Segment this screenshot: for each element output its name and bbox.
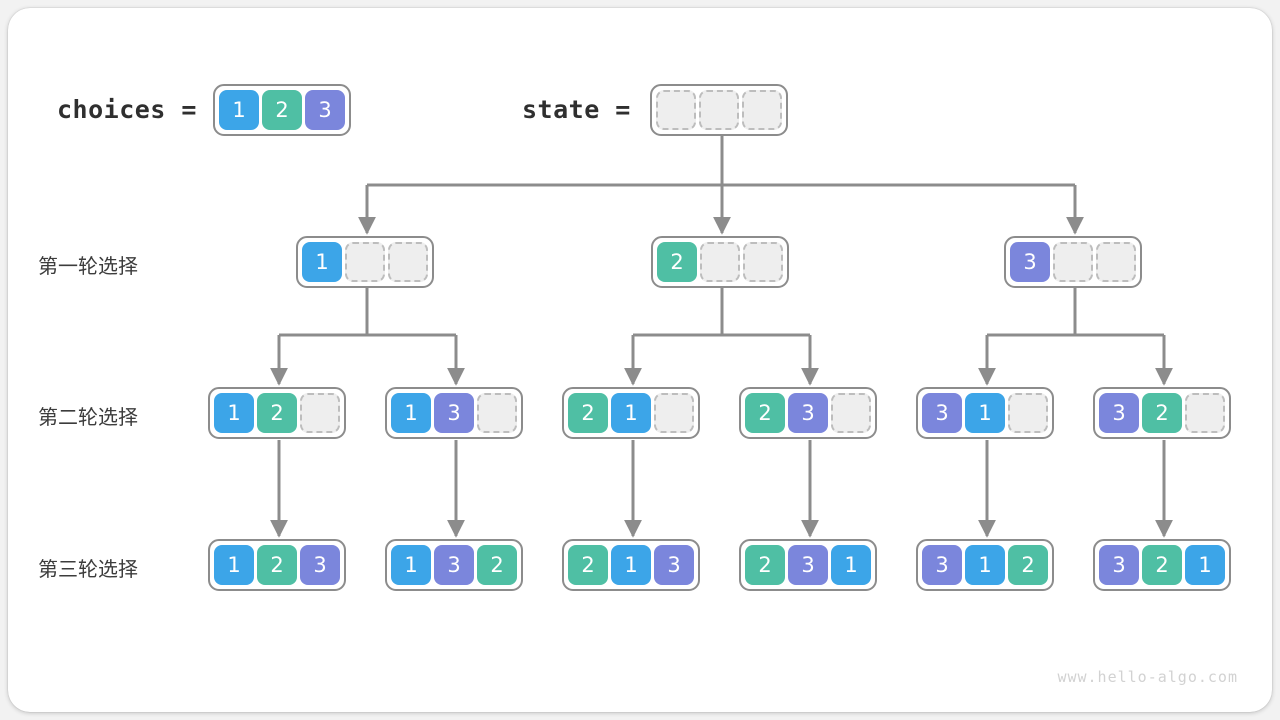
array-cell-filled: 1 (214, 393, 254, 433)
array-cell-filled: 1 (214, 545, 254, 585)
state-label: state = (522, 95, 631, 124)
array-cell-filled: 3 (922, 545, 962, 585)
diagram-card (8, 8, 1272, 712)
row-label-round-3: 第三轮选择 (38, 557, 138, 581)
array-cell-filled: 2 (745, 393, 785, 433)
tree-node-level1-2: 2 (651, 236, 789, 288)
array-cell-filled: 1 (391, 393, 431, 433)
array-cell-filled: 3 (1099, 545, 1139, 585)
tree-node-level1-3: 3 (1004, 236, 1142, 288)
array-cell-empty (831, 393, 871, 433)
array-cell-filled: 1 (611, 545, 651, 585)
array-cell-empty (345, 242, 385, 282)
array-cell-filled: 2 (568, 393, 608, 433)
array-cell-empty (699, 90, 739, 130)
array-cell-empty (700, 242, 740, 282)
array-cell-filled: 3 (788, 393, 828, 433)
watermark: www.hello-algo.com (1057, 668, 1238, 686)
array-cell-filled: 3 (305, 90, 345, 130)
array-cell-filled: 1 (391, 545, 431, 585)
array-cell-filled: 3 (1099, 393, 1139, 433)
choices-label: choices = (57, 95, 197, 124)
array-cell-filled: 2 (257, 545, 297, 585)
array-cell-filled: 2 (1008, 545, 1048, 585)
array-cell-filled: 3 (922, 393, 962, 433)
row-label-round-1: 第一轮选择 (38, 254, 138, 278)
array-cell-filled: 3 (1010, 242, 1050, 282)
array-cell-empty (1008, 393, 1048, 433)
array-cell-filled: 3 (434, 393, 474, 433)
array-cell-filled: 2 (1142, 393, 1182, 433)
state-array (650, 84, 788, 136)
array-cell-filled: 2 (262, 90, 302, 130)
tree-node-level1-1: 1 (296, 236, 434, 288)
array-cell-filled: 1 (831, 545, 871, 585)
array-cell-filled: 1 (965, 545, 1005, 585)
array-cell-filled: 2 (477, 545, 517, 585)
array-cell-filled: 2 (257, 393, 297, 433)
array-cell-filled: 1 (965, 393, 1005, 433)
array-cell-filled: 2 (745, 545, 785, 585)
array-cell-empty (1096, 242, 1136, 282)
array-cell-filled: 1 (302, 242, 342, 282)
array-cell-filled: 1 (611, 393, 651, 433)
array-cell-empty (300, 393, 340, 433)
array-cell-filled: 2 (568, 545, 608, 585)
array-cell-filled: 3 (654, 545, 694, 585)
array-cell-empty (1185, 393, 1225, 433)
array-cell-empty (1053, 242, 1093, 282)
array-cell-filled: 3 (788, 545, 828, 585)
array-cell-filled: 2 (657, 242, 697, 282)
array-cell-filled: 3 (434, 545, 474, 585)
array-cell-empty (388, 242, 428, 282)
row-label-round-2: 第二轮选择 (38, 405, 138, 429)
array-cell-filled: 3 (300, 545, 340, 585)
array-cell-filled: 1 (219, 90, 259, 130)
array-cell-empty (656, 90, 696, 130)
array-cell-empty (743, 242, 783, 282)
array-cell-empty (654, 393, 694, 433)
array-cell-filled: 2 (1142, 545, 1182, 585)
array-cell-empty (477, 393, 517, 433)
array-cell-filled: 1 (1185, 545, 1225, 585)
array-cell-empty (742, 90, 782, 130)
